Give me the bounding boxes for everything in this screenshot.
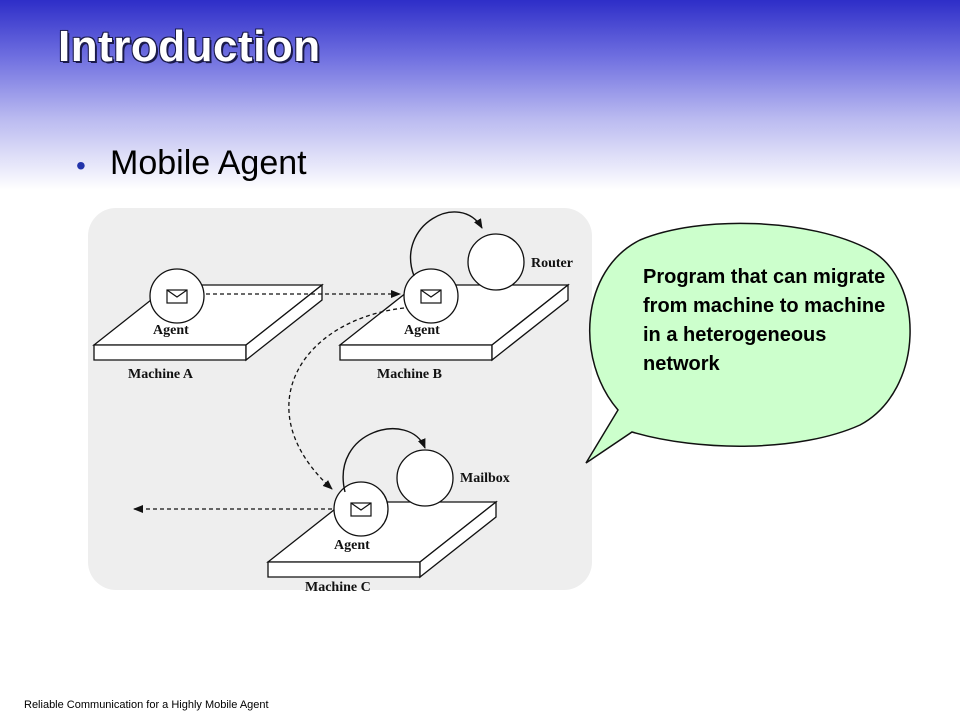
callout-text: Program that can migrate from machine to… <box>643 266 886 375</box>
mailbox-circle <box>396 449 454 507</box>
arrow-mailbox-loop <box>342 428 426 493</box>
machine-c <box>266 500 498 579</box>
agent-b-label: Agent <box>404 323 440 338</box>
agent-b <box>403 268 459 324</box>
envelope-icon <box>350 502 372 517</box>
machine-a <box>92 283 324 362</box>
machine-a-label: Machine A <box>128 367 194 382</box>
slide-title: Introduction <box>58 22 321 71</box>
envelope-icon <box>166 289 188 304</box>
machine-c-label: Machine C <box>305 580 371 595</box>
machine-b-label: Machine B <box>377 367 442 382</box>
arrow-router-loop <box>409 211 483 277</box>
callout-bubble <box>585 222 911 464</box>
footer-text: Reliable Communication for a Highly Mobi… <box>24 699 269 711</box>
header-band <box>0 0 960 190</box>
agent-a-label: Agent <box>153 323 189 338</box>
mailbox-label: Mailbox <box>460 471 510 486</box>
agent-a <box>149 268 205 324</box>
router-circle <box>467 233 525 291</box>
bullet-text: Mobile Agent <box>110 144 307 182</box>
machine-b <box>338 283 570 362</box>
agent-c-label: Agent <box>334 538 370 553</box>
arrow-b-to-c <box>288 307 405 490</box>
agent-c <box>333 481 389 537</box>
router-label: Router <box>531 256 573 271</box>
envelope-icon <box>420 289 442 304</box>
bullet-marker: • <box>76 150 86 181</box>
